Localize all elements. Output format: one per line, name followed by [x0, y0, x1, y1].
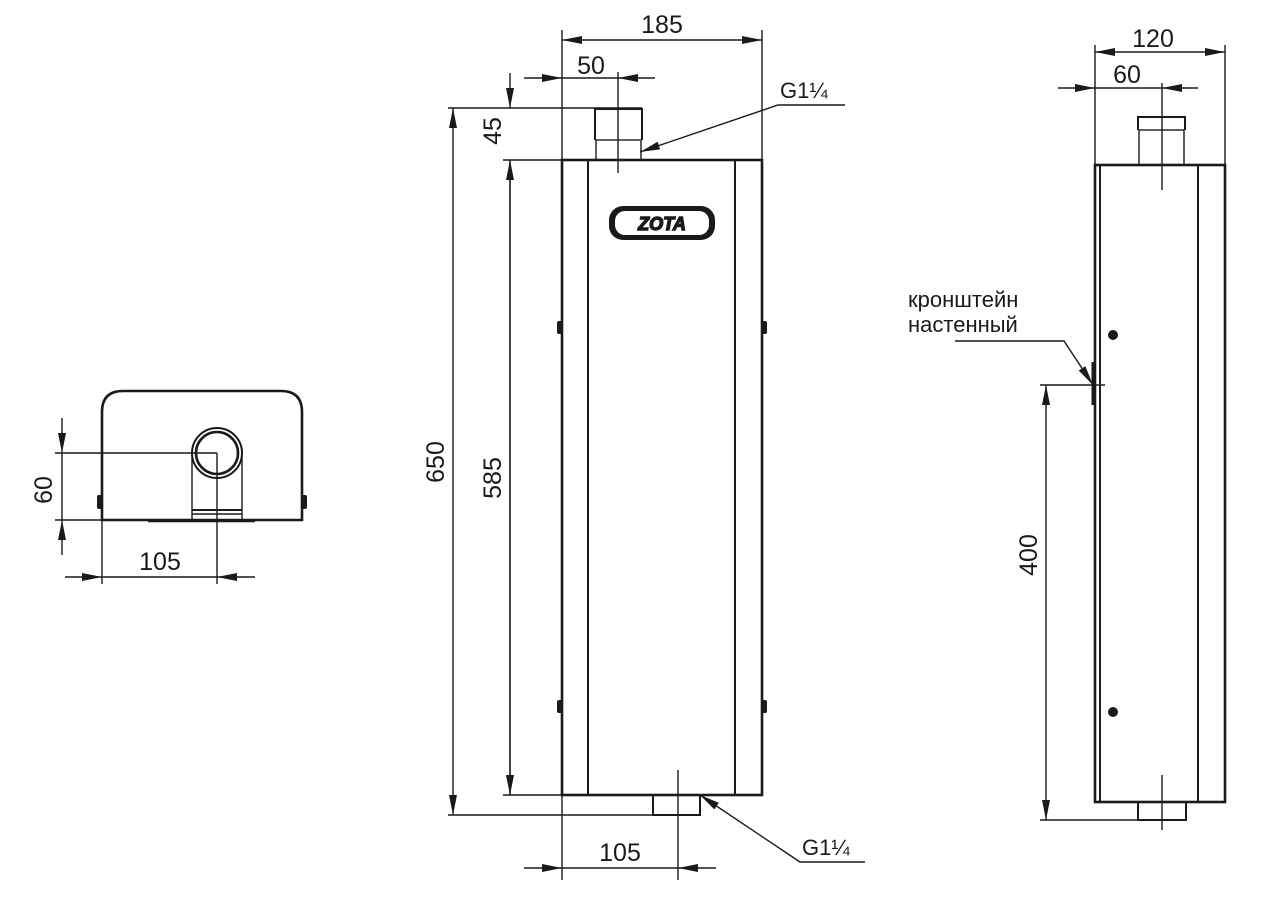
- front-view: ZOTA 185 50 45 585 650 105 G1¼: [422, 11, 865, 880]
- boiler-body-front: [560, 158, 764, 797]
- dim-side-pipe-offset: 60: [1113, 61, 1141, 89]
- dim-top-pipe-height: 45: [479, 117, 507, 145]
- logo-text: ZOTA: [637, 214, 686, 234]
- dim-bottom-view-width: 105: [139, 548, 181, 576]
- dim-bottom-pipe-offset: 105: [599, 839, 641, 867]
- dim-body-height: 585: [479, 457, 507, 499]
- bottom-pipe: [652, 794, 701, 816]
- side-view: 120 60 кронштейн настенный 400: [908, 25, 1227, 830]
- top-thread-label: G1¼: [780, 78, 828, 103]
- bolt-upper: [1108, 330, 1118, 340]
- zota-logo: ZOTA: [609, 206, 715, 240]
- boiler-outline-bottom: [100, 389, 304, 522]
- dim-total-height: 650: [422, 441, 450, 483]
- mount-lug-left: [97, 495, 103, 509]
- bottom-thread-label: G1¼: [802, 835, 850, 860]
- bracket-label-line2: настенный: [908, 312, 1018, 337]
- dim-overall-width: 185: [641, 11, 683, 39]
- dim-depth: 120: [1132, 25, 1174, 53]
- boiler-body-side: [1093, 163, 1227, 804]
- bolt-lower: [1108, 707, 1118, 717]
- bottom-view: 60 105: [30, 389, 307, 584]
- dim-top-pipe-offset: 50: [577, 52, 605, 80]
- bracket-label-line1: кронштейн: [908, 287, 1018, 312]
- dim-bottom-view-height: 60: [30, 476, 58, 504]
- dim-bracket-height: 400: [1015, 534, 1043, 576]
- mount-lug-right: [301, 495, 307, 509]
